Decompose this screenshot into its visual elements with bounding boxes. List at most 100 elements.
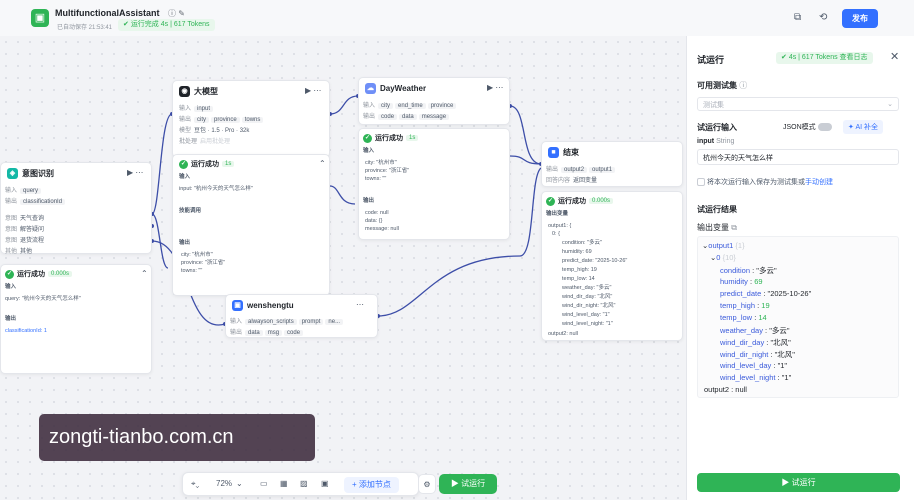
run-node-icon[interactable]: ▶ ⋯ xyxy=(305,86,322,95)
result-value: "2025-10-26" xyxy=(767,289,812,298)
play-icon: ▶ xyxy=(781,478,792,487)
result-row: humidity : 69 xyxy=(720,277,763,286)
plus-icon: + xyxy=(352,480,359,489)
zoom-level[interactable]: 72% xyxy=(216,479,233,488)
result-value: 19 xyxy=(761,301,770,310)
collapse-icon[interactable]: ⌃ xyxy=(319,159,326,168)
app-icon: ▣ xyxy=(31,9,49,27)
minimap-icon[interactable]: ▣ xyxy=(321,479,329,488)
result-key: wind_level_day xyxy=(720,361,772,370)
copy-icon[interactable]: ⧉ xyxy=(731,223,737,232)
run-node-icon[interactable]: ▶ ⋯ xyxy=(127,168,144,177)
collapse-icon[interactable]: ⌃ xyxy=(141,269,148,278)
result-value: "1" xyxy=(781,373,792,382)
input-field[interactable]: 杭州今天的天气怎么样 xyxy=(697,149,899,165)
run-input-label: 输入 xyxy=(363,148,375,154)
result-key: temp_low xyxy=(720,313,753,322)
wen-input-var: ne... xyxy=(325,319,344,325)
intent-input-var: query xyxy=(20,188,42,194)
end-output-var: output1 xyxy=(589,167,616,173)
run-output-line: wind_level_day: "1" xyxy=(562,312,610,318)
save-testset-row: 将本次运行输入保存为测试集或手动创建 xyxy=(697,177,833,187)
run-output-title: 输出变量 xyxy=(546,211,569,217)
result-viewer[interactable]: ⌄output1 {1} ⌄0 {10} condition : "多云" hu… xyxy=(697,236,899,398)
llm-batch-label: 批处理 xyxy=(179,139,198,145)
save-checkbox[interactable] xyxy=(697,178,705,187)
publish-button[interactable]: 发布 xyxy=(842,9,878,28)
view-log-link[interactable]: 查看日志 xyxy=(839,54,868,61)
history-icon[interactable]: ⟲ xyxy=(819,12,828,23)
run-output-line: message: null xyxy=(365,226,399,232)
llm-input-label: 输入 xyxy=(179,106,192,112)
weather-output-var: code xyxy=(378,114,398,120)
run-output-line: humidity: 69 xyxy=(562,249,592,255)
field-type: String xyxy=(716,138,735,145)
field-name: input xyxy=(697,138,715,145)
save-text: 将本次运行输入保存为测试集或 xyxy=(706,179,805,186)
layout-icon[interactable]: ▦ xyxy=(280,479,288,488)
llm-model: 豆包 · 1.5 · Pro · 32k xyxy=(194,128,250,134)
chevron-down-icon: ⌄ xyxy=(887,101,893,108)
run-input-line: input: "杭州今天的天气怎么样" xyxy=(179,186,253,192)
run-label: 运行成功 xyxy=(375,135,403,142)
result-row: wind_dir_night : "北风" xyxy=(720,350,795,359)
intent-option-label: 其他 xyxy=(5,249,18,255)
close-icon[interactable]: ✕ xyxy=(890,51,900,63)
intent-option-label: 意图 xyxy=(5,216,18,222)
run-output-line: output1: { xyxy=(548,223,572,229)
run-node-icon[interactable]: ▶ ⋯ xyxy=(487,83,504,92)
json-mode-label: JSON模式 xyxy=(783,124,816,131)
pointer-icon[interactable]: ⌖⌄ xyxy=(191,479,200,488)
more-icon[interactable]: ⋯ xyxy=(356,300,364,309)
comment-icon[interactable]: ▭ xyxy=(260,479,268,488)
run-output-line: wind_dir_day: "北风" xyxy=(562,294,613,300)
run-output-line: temp_high: 19 xyxy=(562,267,597,273)
intent-output-var: classificationId xyxy=(20,199,66,205)
run-output-line: code: null xyxy=(365,210,389,216)
app-title: MultifunctionalAssistant xyxy=(55,8,160,18)
success-icon: ✓ xyxy=(179,159,188,169)
weather-input-label: 输入 xyxy=(363,103,376,109)
ai-fill-button[interactable]: ✦ AI 补全 xyxy=(843,120,883,134)
run-input-line: towns: "" xyxy=(365,176,387,182)
result-row: temp_high : 19 xyxy=(720,301,770,310)
weather-input-var: city xyxy=(378,103,394,109)
llm-model-label: 模型 xyxy=(179,128,192,134)
run-status-badge: ✔ 运行完成 4s | 617 Tokens xyxy=(118,19,215,31)
copy-icon[interactable]: ⧉ xyxy=(794,12,802,23)
collapse-arrow-icon[interactable]: ⌄ xyxy=(710,253,717,262)
end-output-label: 输出 xyxy=(546,167,559,173)
canvas-run-button[interactable]: ▶ 试运行 xyxy=(439,474,497,494)
testset-label-text: 可用测试集 xyxy=(697,81,737,90)
wen-title: wenshengtu xyxy=(247,301,294,310)
edit-title-icon[interactable]: ⓘ ✎ xyxy=(168,9,185,18)
wen-input-label: 输入 xyxy=(230,319,243,325)
result-row: weather_day : "多云" xyxy=(720,326,790,335)
end-output-var: output2 xyxy=(561,167,588,173)
toggle-switch[interactable] xyxy=(817,123,832,132)
llm-output-var: province xyxy=(211,117,240,123)
llm-batch: 启用批处理 xyxy=(200,139,231,145)
chevron-down-icon[interactable]: ⌄ xyxy=(236,479,243,488)
result-key: wind_dir_day xyxy=(720,338,765,347)
debug-icon[interactable]: ⚙ xyxy=(418,474,436,494)
end-icon: ■ xyxy=(548,147,559,158)
panel-title: 试运行 xyxy=(697,55,725,65)
test-run-button[interactable]: ▶ 试运行 xyxy=(697,473,900,492)
weather-output-var: data xyxy=(399,114,417,120)
run-input-label: 输入 xyxy=(179,174,191,180)
intent-option-label: 意图 xyxy=(5,227,18,233)
check-circle-icon: ✔ xyxy=(781,54,789,61)
manual-create-link[interactable]: 手动创建 xyxy=(804,179,833,186)
add-node-button[interactable]: + 添加节点 xyxy=(344,477,399,493)
collapse-arrow-icon[interactable]: ⌄ xyxy=(702,241,709,250)
testset-select[interactable]: 测试集⌄ xyxy=(697,97,899,111)
json-mode-toggle[interactable]: JSON模式 xyxy=(783,122,832,132)
image-icon[interactable]: ▨ xyxy=(300,479,308,488)
